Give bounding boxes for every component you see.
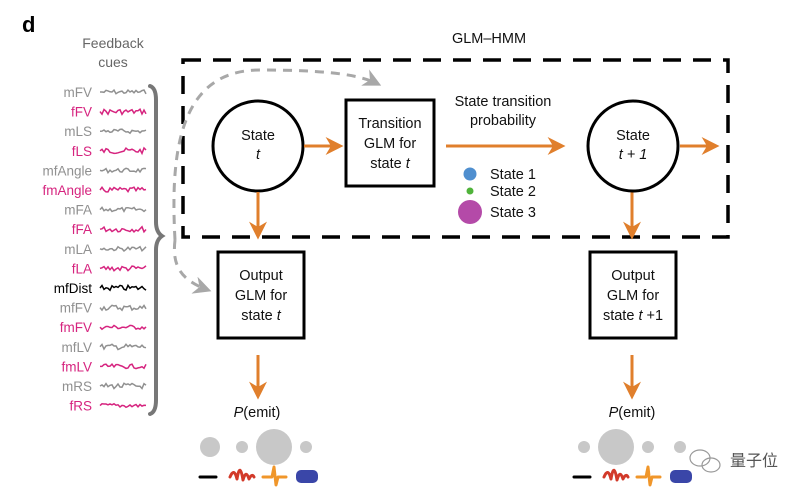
cue-label: fFA <box>72 222 92 237</box>
song-type-pulse-icon <box>635 465 662 487</box>
transition-box-line2: GLM for <box>364 136 417 152</box>
cue-trace <box>99 265 147 272</box>
emit-label-right: P(emit) <box>609 405 656 421</box>
watermark: 量子位 <box>689 449 778 473</box>
glm-hmm-dashed-box <box>181 58 730 239</box>
cue-trace <box>99 167 147 174</box>
cue-label: mfAngle <box>42 163 92 178</box>
wechat-icon <box>689 449 721 473</box>
state-t1-var: t + 1 <box>619 147 648 163</box>
cue-to-transition-arrow <box>172 68 382 241</box>
state-t1-label: State <box>616 128 650 144</box>
song-type-noise-icon <box>296 470 318 483</box>
cue-label: fLS <box>72 144 92 159</box>
cue-trace <box>99 146 147 156</box>
watermark-text: 量子位 <box>730 452 778 470</box>
emit-label-left: P(emit) <box>234 405 281 421</box>
transition-label-line2: probability <box>470 113 537 129</box>
cue-trace <box>99 382 147 390</box>
cue-label: fLA <box>72 261 92 276</box>
song-type-sine-icon <box>228 468 256 482</box>
cue-trace <box>99 283 147 292</box>
output-t1-line1: Output <box>611 268 655 284</box>
song-type-sine-icon <box>602 468 630 482</box>
panel-label: d <box>22 12 35 37</box>
cue-label: mfLV <box>61 340 92 355</box>
emission-probability-dot <box>578 441 590 453</box>
legend-label: State 2 <box>490 184 536 200</box>
state-t-var: t <box>256 147 261 163</box>
cue-trace <box>99 402 147 409</box>
cue-label: mFV <box>64 85 93 100</box>
cue-label: mfDist <box>54 281 92 296</box>
cue-label: fFV <box>71 105 92 120</box>
output-t-line3: state t <box>241 308 281 324</box>
emission-probability-dot <box>256 429 292 465</box>
feedback-cue-list: mFV fFV mLS fLS mfAngle fmAngle mFA fFA mLA fLA mf… <box>42 85 147 414</box>
legend-dot <box>463 167 477 181</box>
emission-probability-dot <box>300 441 312 453</box>
cue-label: mRS <box>62 379 92 394</box>
transition-glm-box <box>344 98 436 188</box>
emission-probability-dot <box>200 437 220 457</box>
state-t1-node <box>586 99 680 193</box>
song-type-noise-icon <box>670 470 692 483</box>
cue-trace <box>100 363 147 370</box>
cue-trace <box>99 128 147 135</box>
cue-label: fmAngle <box>42 183 92 198</box>
legend-label: State 3 <box>490 205 536 221</box>
song-type-pulse-icon <box>261 465 288 487</box>
output-glm-box-t1 <box>588 250 678 340</box>
emission-probability-dot <box>642 441 654 453</box>
cue-trace <box>99 304 147 312</box>
transition-box-line3: state t <box>370 156 410 172</box>
state-t-label: State <box>241 128 275 144</box>
cue-trace <box>100 88 147 95</box>
legend-dot <box>458 200 482 224</box>
cue-trace <box>99 324 147 331</box>
emission-probability-dot <box>598 429 634 465</box>
emission-group-right <box>572 429 692 487</box>
transition-box-line1: Transition <box>358 116 421 132</box>
emission-probability-dot <box>674 441 686 453</box>
cue-trace <box>99 343 147 351</box>
output-t-line1: Output <box>239 268 283 284</box>
emission-group-left <box>198 429 318 487</box>
cue-label: mLA <box>64 242 92 257</box>
legend-label: State 1 <box>490 167 536 183</box>
cue-label: mFA <box>64 203 92 218</box>
cue-label: fRS <box>69 399 92 414</box>
cue-label: mfFV <box>60 301 92 316</box>
cue-brace <box>148 84 166 416</box>
cue-to-output-arrow <box>172 239 212 294</box>
state-t-node <box>211 99 305 193</box>
output-t1-line2: GLM for <box>607 288 660 304</box>
output-glm-box-t <box>216 250 306 340</box>
output-t-line2: GLM for <box>235 288 288 304</box>
transition-label-line1: State transition <box>455 94 552 110</box>
emission-probability-dot <box>236 441 248 453</box>
feedback-header-line2: cues <box>98 54 128 70</box>
cue-label: fmLV <box>61 359 92 374</box>
feedback-header-line1: Feedback <box>82 35 144 51</box>
legend-dot <box>466 187 474 195</box>
cue-trace <box>99 186 147 193</box>
cue-label: mLS <box>64 124 92 139</box>
glm-hmm-title: GLM–HMM <box>452 31 526 47</box>
cue-trace <box>99 107 147 116</box>
cue-trace <box>99 225 147 234</box>
output-t1-line3: state t +1 <box>603 308 663 324</box>
cue-trace <box>99 206 147 213</box>
cue-label: fmFV <box>60 320 92 335</box>
cue-trace <box>99 245 147 253</box>
